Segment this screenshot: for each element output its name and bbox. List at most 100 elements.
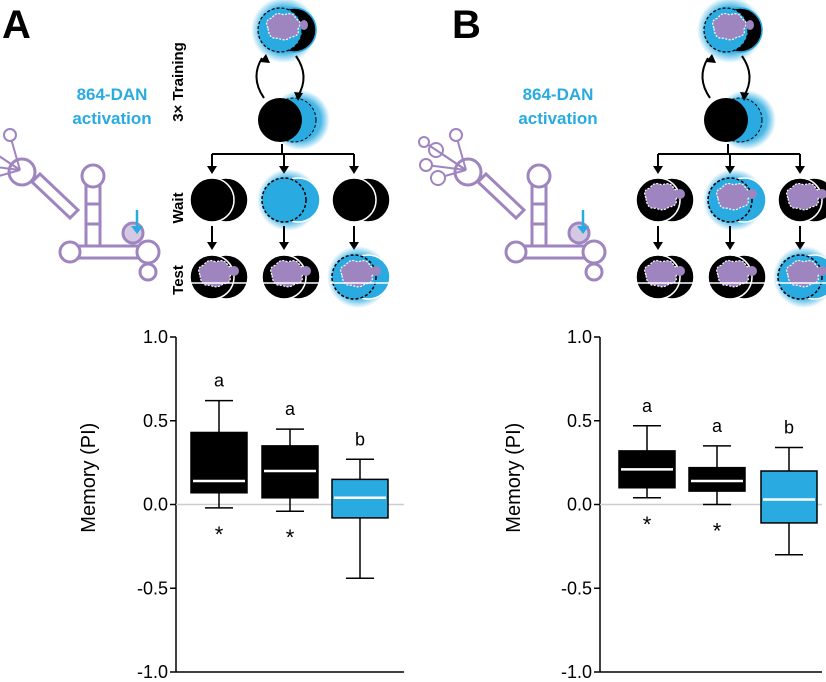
calyx-icon [453,157,483,187]
cycle-arrowhead-icon [294,92,303,101]
odor-cloud-icon [229,266,239,276]
significance-marker: * [286,525,295,550]
flow-arrowhead-icon [795,166,805,174]
odor-cloud-icon [817,189,826,199]
neuron-branch [0,166,21,171]
cycle-arrow-icon [741,55,751,97]
calyx-icon [7,157,37,187]
flow-arrowhead-icon [653,166,663,174]
y-tick-label: -0.5 [561,578,592,598]
y-tick-label: 1.0 [567,327,592,347]
odor-cloud-icon [747,189,757,199]
box-iqr [760,470,818,524]
horizontal-lobe-tip-icon [135,239,161,265]
odor-cloud-icon [371,266,381,276]
activation-label: activation [518,109,597,128]
neuron-branch [0,169,21,177]
lobe-tip-icon [138,262,158,282]
y-tick-label: 0.0 [567,495,592,515]
horizontal-lobe-tip-icon [581,239,607,265]
neuron-bouton [419,158,433,172]
flow-arrowhead-icon [207,242,217,250]
significance-marker: * [215,522,224,547]
protocol-step-label: Wait [170,192,187,223]
dish-front [189,177,235,223]
neuron-branch [423,141,467,171]
lobe-junction-icon [58,240,82,264]
odor-cloud-icon [300,20,308,30]
flow-arrowhead-icon [207,166,217,174]
lobe-tip-icon [584,262,604,282]
cycle-arrow-icon [295,55,305,97]
odor-cloud-icon [675,189,685,199]
group-letter: b [784,418,794,438]
activation-label: 864-DAN [523,85,594,104]
vertical-lobe-tip-icon [526,163,552,189]
odor-cloud-icon [301,266,311,276]
dish-front [331,177,377,223]
vertical-lobe-icon [530,182,548,248]
group-letter: a [214,371,225,391]
schematic-panel-B: B 864-DAN activation [418,0,826,308]
protocol-step-label: 3× Training [170,42,187,122]
odor-cloud-icon [712,12,747,41]
y-tick-label: -0.5 [137,578,168,598]
box-plot-B: 1.0 0.5 0.0 -0.5 -1.0 Memory (PI) a * a * b [503,327,822,682]
cycle-arrowhead-icon [260,54,270,63]
odor-cloud-icon [266,12,301,41]
significance-marker: * [713,519,722,544]
flow-arrowhead-icon [349,242,359,250]
group-letter: b [355,429,365,449]
y-tick-label: 0.5 [567,411,592,431]
y-tick-label: 0.5 [143,411,168,431]
cycle-arrowhead-icon [706,54,716,63]
y-tick-label: -1.0 [137,662,168,682]
neuron-bouton [430,170,446,186]
dish-front [704,98,748,142]
y-axis-label: Memory (PI) [503,423,525,533]
flow-arrowhead-icon [795,242,805,250]
dish-front [261,177,307,223]
flow-arrowhead-icon [279,242,289,250]
activation-label: activation [72,109,151,128]
peduncle-icon [475,171,527,221]
box-iqr [688,466,746,492]
neuron-bouton [3,128,17,142]
flow-arrowhead-icon [725,242,735,250]
peduncle-icon [29,171,81,221]
y-tick-label: 0.0 [143,495,168,515]
significance-marker: * [643,512,652,537]
odor-cloud-icon [747,266,757,276]
box-iqr [190,431,248,494]
lobe-junction-icon [504,240,528,264]
neuron-bouton [449,128,463,142]
activation-arrowhead-icon [577,226,589,234]
box-plot-A: 1.0 0.5 0.0 -0.5 -1.0 Memory (PI) a * a * b [78,327,404,682]
neuron-bouton [418,136,430,148]
activation-label: 864-DAN [77,85,148,104]
y-axis-label: Memory (PI) [78,423,100,533]
group-letter: a [642,396,653,416]
panel-letter: A [2,3,31,47]
odor-cloud-icon [817,266,826,276]
activation-arrowhead-icon [131,226,143,234]
cycle-arrow-icon [255,57,265,99]
odor-cloud-icon [675,266,685,276]
vertical-lobe-icon [84,182,102,248]
dish-front [258,98,302,142]
vertical-lobe-tip-icon [80,163,106,189]
cycle-arrow-icon [701,57,711,99]
protocol-step-label: Test [170,265,187,295]
y-tick-label: -1.0 [561,662,592,682]
flow-arrowhead-icon [653,242,663,250]
neuron-branch [0,155,21,171]
y-tick-label: 1.0 [143,327,168,347]
group-letter: a [712,416,723,436]
flow-arrowhead-icon [349,166,359,174]
cycle-arrowhead-icon [740,92,749,101]
panel-letter: B [452,3,481,47]
odor-cloud-icon [746,20,754,30]
group-letter: a [285,399,296,419]
